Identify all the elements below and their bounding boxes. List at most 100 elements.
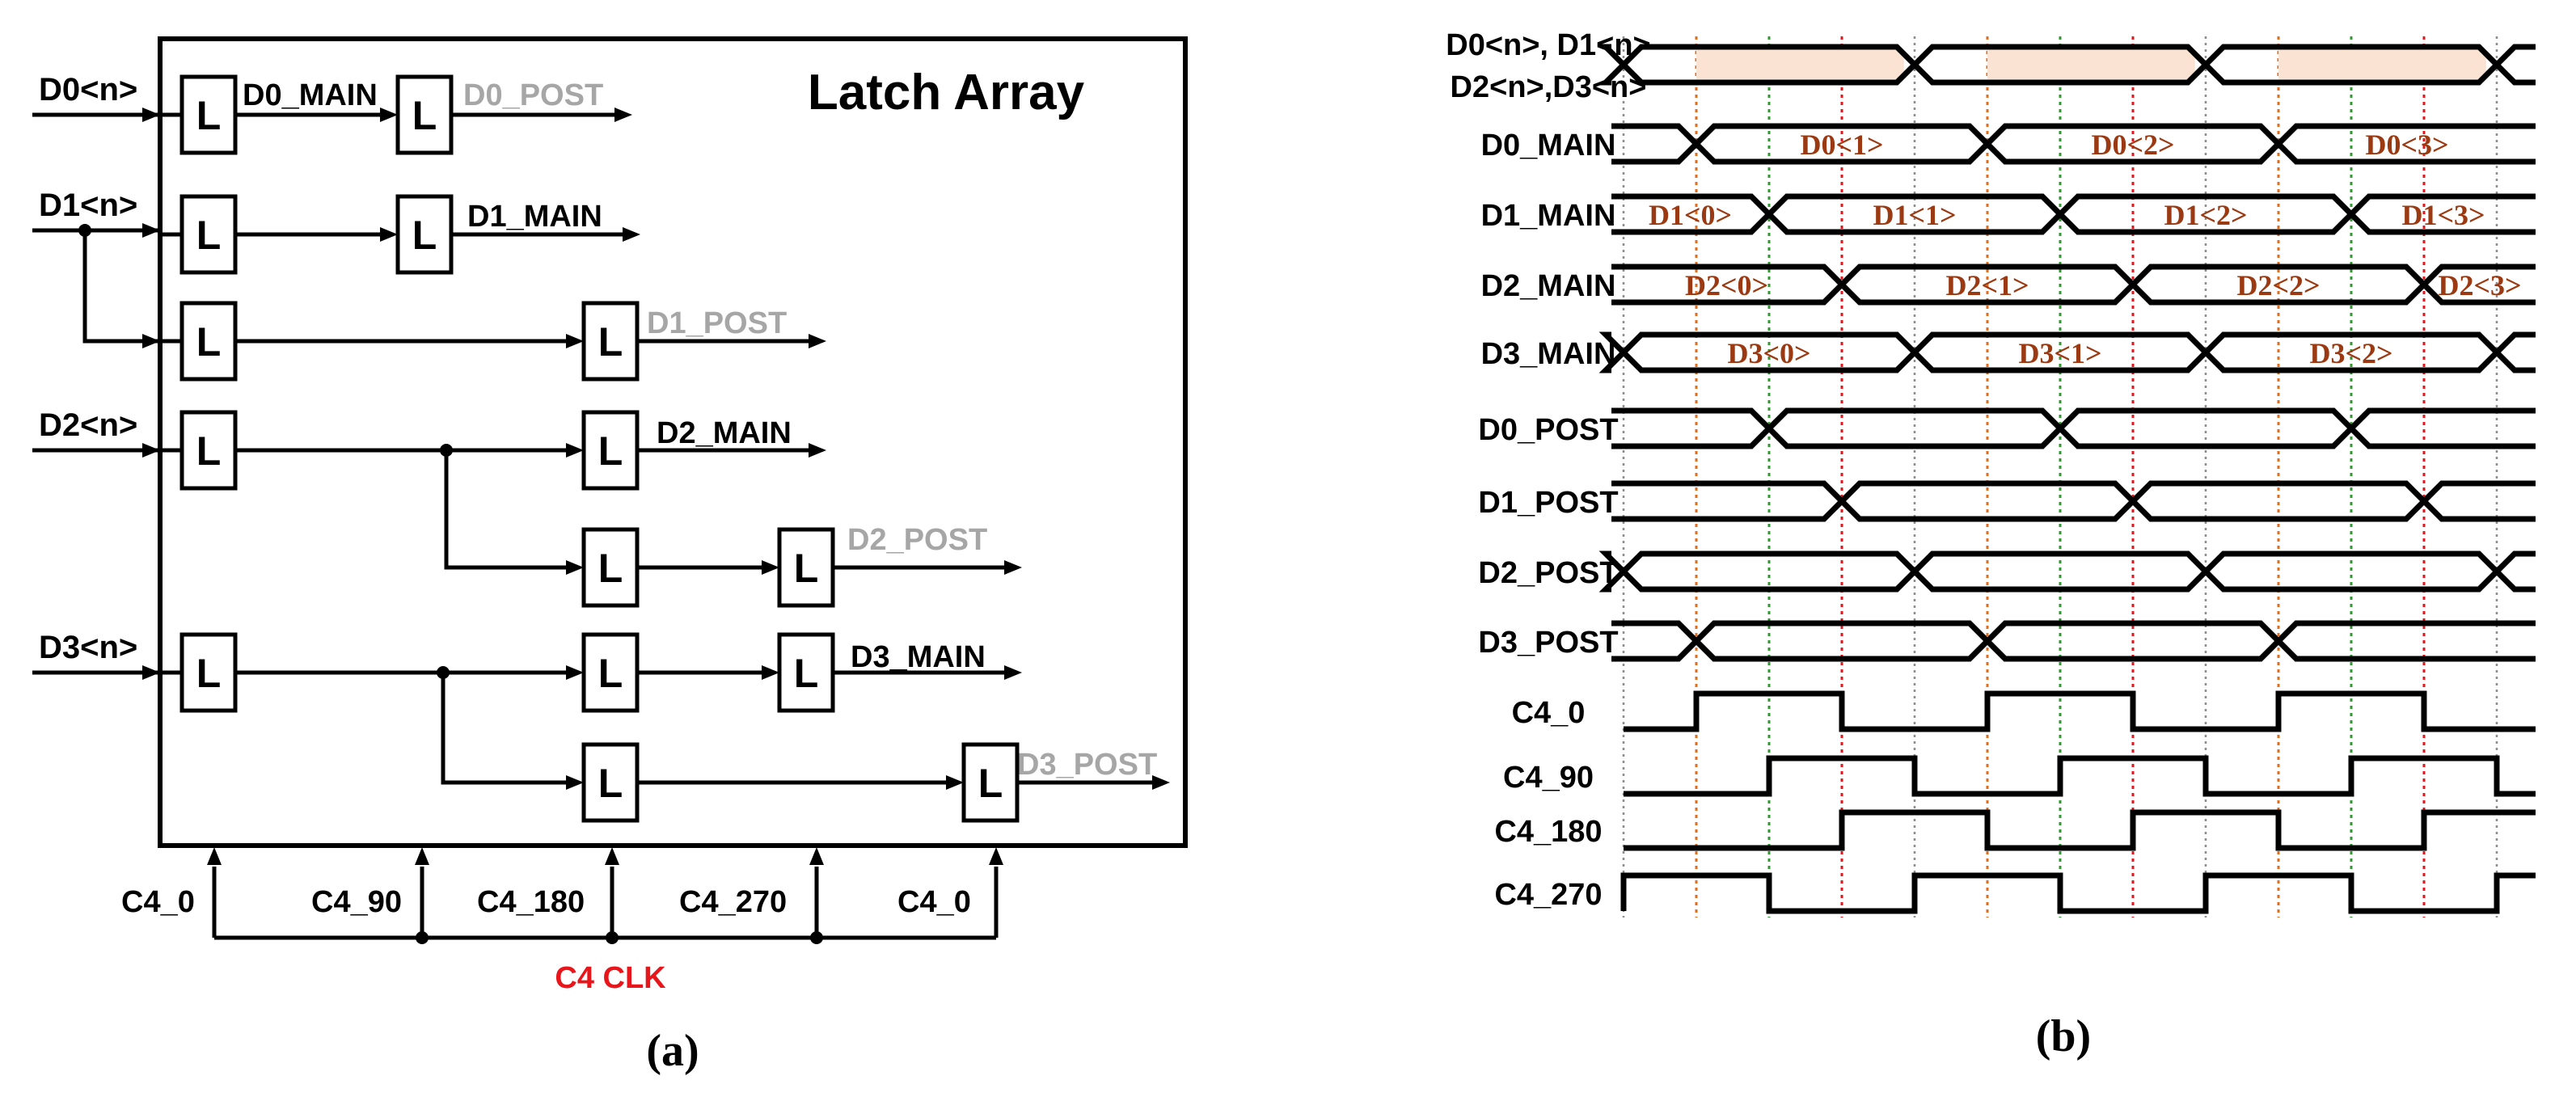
latch-d3-3: L — [777, 632, 835, 713]
arrow-d0-post — [614, 108, 632, 122]
latch-d2-2: L — [581, 410, 640, 491]
latch-letter: L — [196, 651, 222, 696]
latch-d0-1: L — [179, 74, 238, 155]
latch-letter: L — [598, 428, 623, 474]
data-label-d0main-0: D0<1> — [1800, 129, 1883, 161]
clock-label-2: C4_180 — [477, 885, 585, 919]
signal-label-d3main: D3_MAIN — [1481, 337, 1616, 371]
latch-letter: L — [196, 213, 222, 258]
latch-box — [395, 194, 454, 275]
latch-letter: L — [196, 319, 222, 365]
data-label-d3main-0: D3<0> — [1727, 337, 1810, 369]
wave-d0main: D0<1>D0<2>D0<3> — [1611, 123, 2536, 165]
latch-letter: L — [196, 428, 222, 474]
output-label-d3-post: D3_POST — [1017, 748, 1157, 782]
data-label-d0main-1: D0<2> — [2091, 129, 2174, 161]
input-shade-1 — [1987, 50, 2195, 79]
bus-upper — [1598, 331, 2536, 356]
output-label-d1-main: D1_MAIN — [467, 200, 602, 234]
latch-box — [581, 527, 640, 608]
latch-array-border — [158, 36, 1188, 848]
wave-c4270 — [1620, 872, 2536, 914]
data-label-d2main-3: D2<3> — [2438, 269, 2521, 302]
arrow-d0-main — [380, 108, 398, 122]
bus-lower — [1611, 637, 2536, 662]
signal-label-c4180: C4_180 — [1494, 815, 1602, 849]
arrow-d3-latch — [566, 665, 584, 680]
data-label-d2main-1: D2<1> — [1945, 269, 2029, 302]
arrow-d1-post — [809, 334, 826, 348]
latch-d1-4: L — [581, 301, 640, 382]
data-label-d3main-1: D3<1> — [2018, 337, 2101, 369]
clock-arrow-0 — [207, 847, 222, 865]
latch-letter: L — [412, 213, 437, 258]
caption-a: (a) — [646, 1026, 699, 1076]
wave-d3main: D3<0>D3<1>D3<2> — [1598, 331, 2536, 373]
signal-label-d1main: D1_MAIN — [1481, 199, 1616, 233]
signal-label-din-1: D0<n>, D1<n> — [1446, 28, 1650, 62]
input-label-2: D2<n> — [39, 407, 137, 443]
output-label-d2-post: D2_POST — [847, 523, 987, 557]
arrow-d1-latch2 — [566, 334, 584, 348]
bus-upper — [1611, 620, 2536, 645]
signal-label-d1post: D1_POST — [1478, 486, 1618, 520]
arrow-d3-branch — [566, 775, 584, 790]
wire-d2-branch — [444, 450, 566, 570]
input-shade-0 — [1696, 50, 1904, 79]
wave-d2main: D2<0> D2<1> D2<2> D2<3> — [1611, 264, 2536, 306]
latch-letter: L — [412, 93, 437, 138]
latch-box — [179, 410, 238, 491]
wave-d0post — [1611, 407, 2536, 449]
data-label-d2main-0: D2<0> — [1685, 269, 1768, 302]
wave-d2post — [1598, 550, 2536, 593]
data-label-d2main-2: D2<2> — [2236, 269, 2320, 302]
arrow-d1-latch — [380, 227, 398, 242]
latch-box — [395, 74, 454, 155]
timing-signal-labels: D0<n>, D1<n>D2<n>,D3<n>D0_MAIND1_MAIND2_… — [1446, 28, 1650, 912]
clock-junction-0 — [416, 931, 429, 944]
bus-upper — [1611, 480, 2536, 505]
latch-box — [777, 527, 835, 608]
latch-wires — [32, 108, 1170, 944]
bus-lower — [1611, 497, 2536, 522]
output-label-d0-main: D0_MAIN — [243, 78, 378, 112]
latch-letter: L — [978, 761, 1003, 806]
latch-box — [581, 410, 640, 491]
input-arrow-3 — [142, 665, 160, 680]
output-label-d3-main: D3_MAIN — [851, 640, 986, 674]
signal-label-d2main: D2_MAIN — [1481, 269, 1616, 303]
output-label-d2-main: D2_MAIN — [657, 416, 792, 450]
latch-d2-1: L — [179, 410, 238, 491]
bus-upper — [1611, 407, 2536, 432]
latch-box — [179, 194, 238, 275]
latch-d1-3: L — [179, 301, 238, 382]
input-arrow-1 — [142, 223, 160, 238]
bus-lower — [1598, 61, 2536, 86]
clock-arrow-1 — [415, 847, 429, 865]
arrow-d1-main — [623, 227, 640, 242]
arrow-d1-branch — [142, 334, 160, 348]
latch-letter: L — [598, 319, 623, 365]
latch-box — [581, 742, 640, 823]
input-shade-2 — [2278, 50, 2486, 79]
data-label-d1main-2: D1<2> — [2164, 199, 2247, 231]
latch-letter: L — [794, 651, 819, 696]
bus-lower — [1611, 140, 2536, 165]
wave-d1post — [1611, 480, 2536, 522]
wire-d3-branch — [441, 673, 566, 785]
latch-box — [581, 632, 640, 713]
wire-d1-branch — [82, 230, 158, 344]
data-label-d1main-3: D1<3> — [2401, 199, 2485, 231]
clock-junction-2 — [810, 931, 823, 944]
caption-b: (b) — [2036, 1011, 2091, 1061]
arrow-d2-latch — [566, 443, 584, 458]
timing-gridlines — [1622, 36, 2498, 918]
arrow-d3-latch3 — [946, 775, 964, 790]
latch-box — [777, 632, 835, 713]
latch-d1-1: L — [179, 194, 238, 275]
input-label-3: D3<n> — [39, 630, 137, 665]
latch-d2-4: L — [777, 527, 835, 608]
